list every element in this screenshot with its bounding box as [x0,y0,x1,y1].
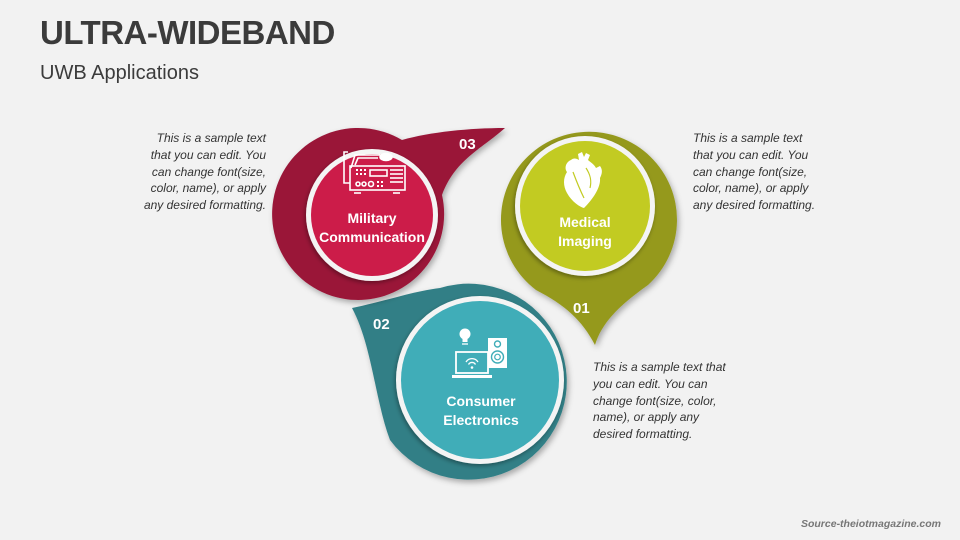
heart-icon [564,152,602,208]
source-credit: Source-theiotmagazine.com [800,518,941,530]
medical-description: This is a sample text that you can edit.… [693,131,816,213]
number-badge-01: 01 [573,300,590,317]
slide-subtitle: UWB Applications [40,62,199,84]
military-description: This is a sample text that you can edit.… [143,131,266,213]
slide-title: ULTRA-WIDEBAND [40,14,335,51]
radio-transceiver-icon [343,151,406,194]
medical-imaging-label: Medical Imaging [558,214,612,249]
consumer-inner-circle [396,296,564,464]
number-badge-03: 03 [459,136,476,153]
consumer-electronics-icon [452,328,507,378]
military-communication-label: Military Communication [319,210,425,245]
consumer-description: This is a sample text that you can edit.… [593,360,726,442]
consumer-electronics-label: Consumer Electronics [443,393,519,428]
number-badge-02: 02 [373,316,390,333]
